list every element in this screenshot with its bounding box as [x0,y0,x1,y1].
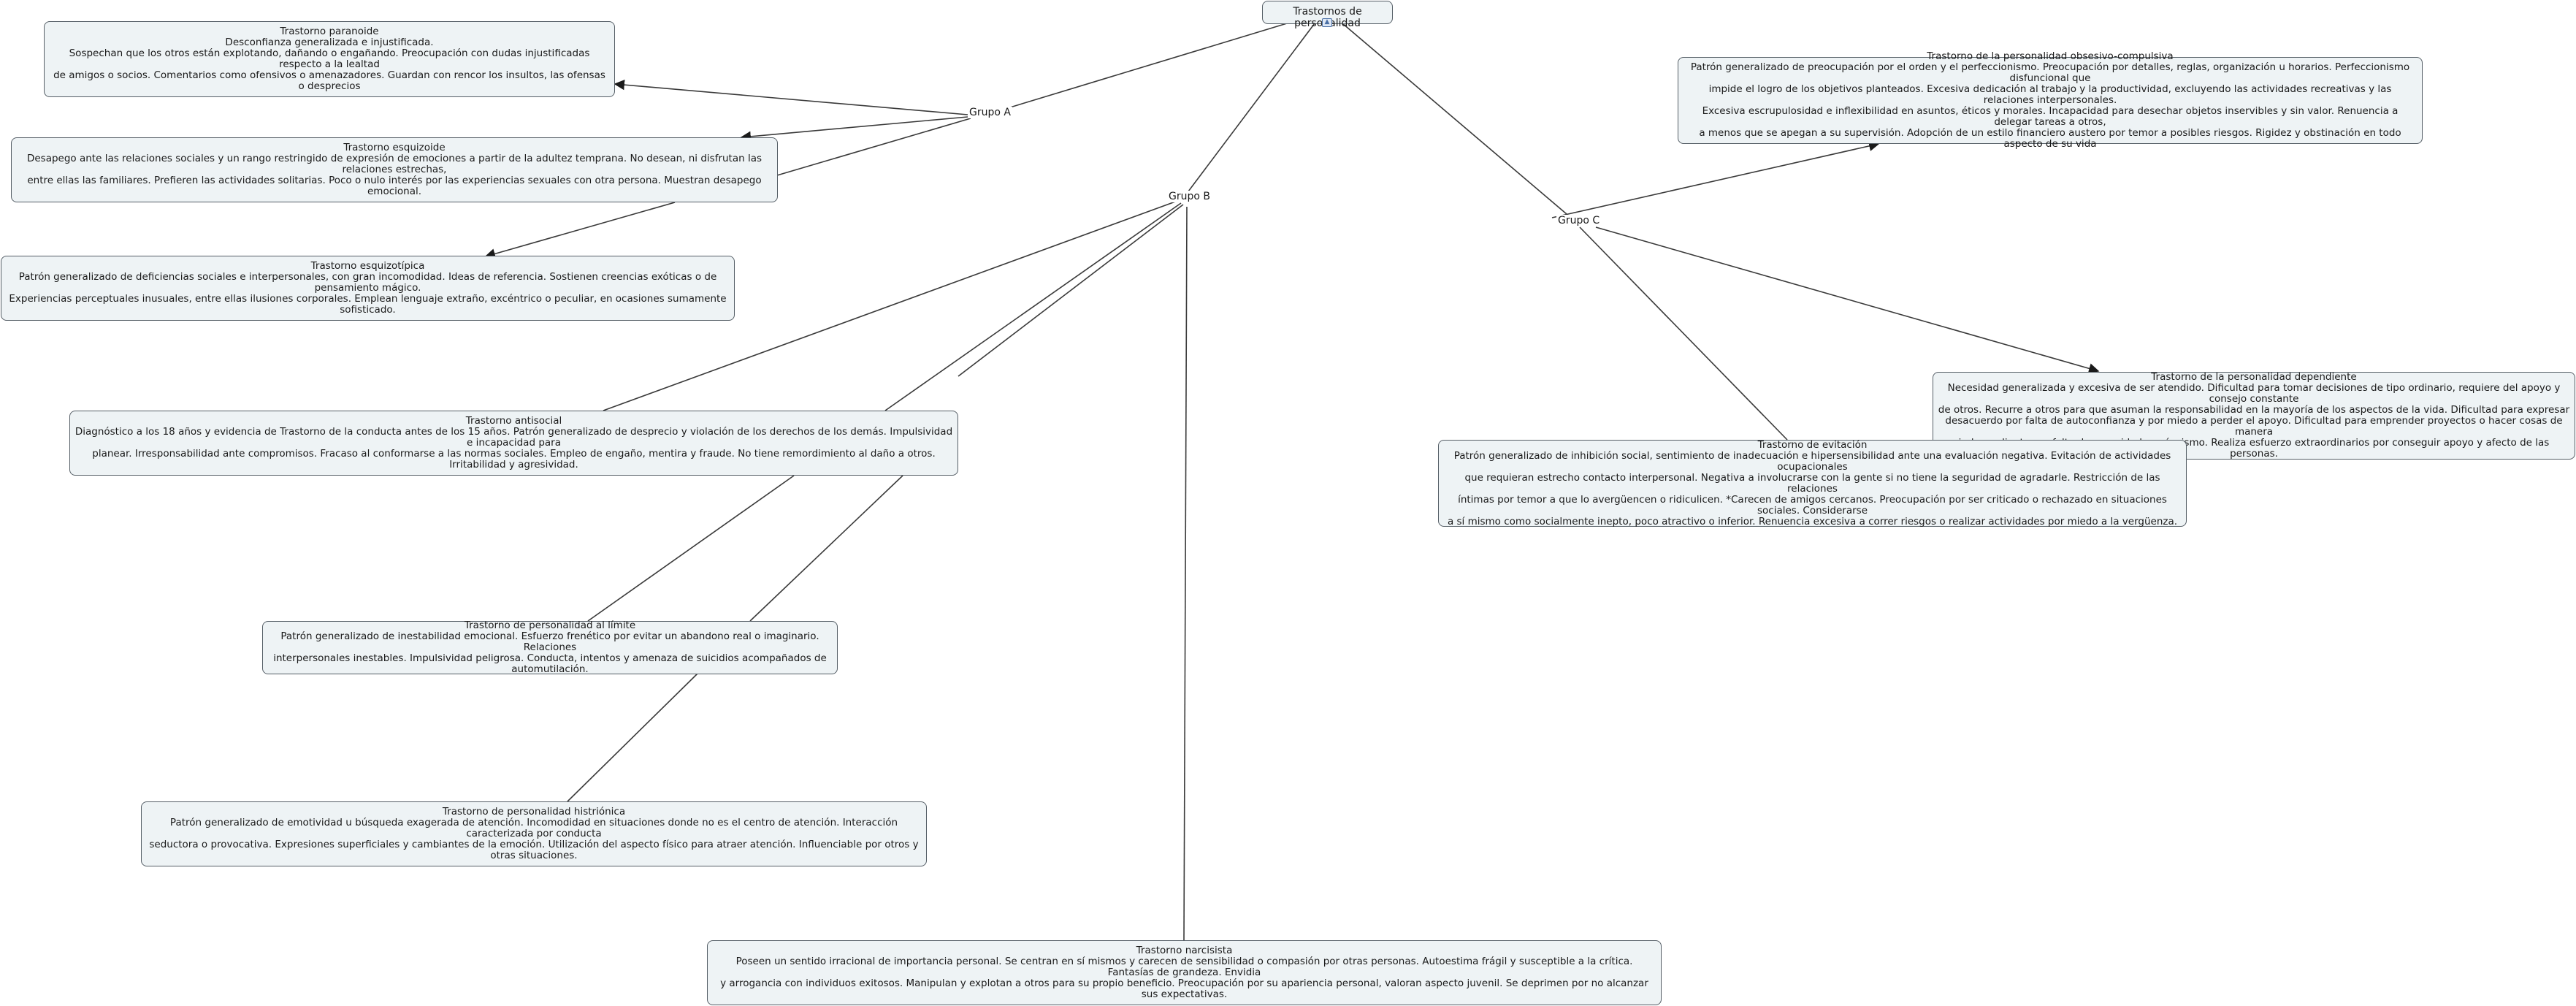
grupo-c-to-dependiente-line [1595,226,2100,374]
node-body: Diagnóstico a los 18 años y evidencia de… [74,426,953,470]
node-title: Trastorno de la personalidad dependiente [2151,371,2357,383]
grupo-b-to-antisocial-line-3 [958,204,1184,377]
grupo-c-to-obsesivo-line [1551,140,1880,218]
node-title: Trastorno antisocial [465,415,562,427]
grupo-a-label[interactable]: Grupo A [968,107,1012,118]
esquizoide-to-esquizotipica-line [484,202,676,259]
antisocial-to-limite-line-2 [749,475,903,622]
node-title: Trastorno esquizoide [343,142,446,153]
node-body: Patrón generalizado de preocupación por … [1690,61,2410,150]
collapse-icon[interactable]: ▲ [1322,18,1332,27]
node-trastorno-limite[interactable]: Trastorno de personalidad al límite Patr… [262,620,838,675]
node-title: Trastorno narcisista [1136,945,1233,956]
node-trastorno-obsesivo-compulsiva[interactable]: Trastorno de la personalidad obsesivo-co… [1678,51,2423,150]
grupo-b-label[interactable]: Grupo B [1167,191,1212,202]
grupo-a-to-esquizoide-line-2 [776,118,971,176]
node-title: Trastorno paranoide [280,26,379,37]
node-trastorno-evitacion[interactable]: Trastorno de evitación Patrón generaliza… [1438,438,2187,527]
node-trastorno-antisocial[interactable]: Trastorno antisocial Diagnóstico a los 1… [69,411,958,476]
root-to-grupo-c-line [1342,23,1567,215]
node-trastorno-esquizotipica[interactable]: Trastorno esquizotípica Patrón generaliz… [1,256,735,321]
node-title: Trastorno esquizotípica [310,260,425,272]
node-body: Patrón generalizado de deficiencias soci… [9,271,727,316]
node-trastorno-narcisista[interactable]: Trastorno narcisista Poseen un sentido i… [707,940,1662,1005]
node-body: Desconfianza generalizada e injustificad… [53,37,605,92]
node-trastorno-esquizoide[interactable]: Trastorno esquizoide Desapego ante las r… [11,137,778,202]
grupo-c-label[interactable]: Grupo C [1556,215,1602,226]
grupo-b-to-narcisista-line [1183,206,1188,941]
grupo-a-to-esquizoide-line [740,116,968,142]
node-trastorno-paranoide[interactable]: Trastorno paranoide Desconfianza general… [44,21,615,97]
grupo-c-to-evitacion-line [1579,226,1788,441]
node-body: Poseen un sentido irracional de importan… [720,956,1648,1000]
root-to-grupo-b-line [1188,23,1315,192]
grupo-b-to-antisocial-line [603,200,1178,411]
grupo-a-to-paranoide-line [614,79,968,115]
node-title: Trastorno de la personalidad obsesivo-co… [1927,50,2174,62]
node-body: Desapego ante las relaciones sociales y … [26,153,763,197]
node-body: Patrón generalizado de emotividad u búsq… [149,817,919,861]
root-to-grupo-a-line [1002,23,1288,110]
node-trastorno-histrionica[interactable]: Trastorno de personalidad histriónica Pa… [141,801,927,866]
node-title: Trastorno de evitación [1757,438,1868,451]
node-body: Patrón generalizado de inestabilidad emo… [273,630,827,675]
node-title: Trastorno de personalidad al límite [464,620,636,631]
antisocial-to-limite-line [587,475,795,622]
node-title: Trastorno de personalidad histriónica [442,806,626,818]
node-body: Patrón generalizado de inhibición social… [1447,449,2178,527]
grupo-b-to-antisocial-line-2 [884,202,1182,411]
limite-to-histrionica-line [567,673,698,802]
